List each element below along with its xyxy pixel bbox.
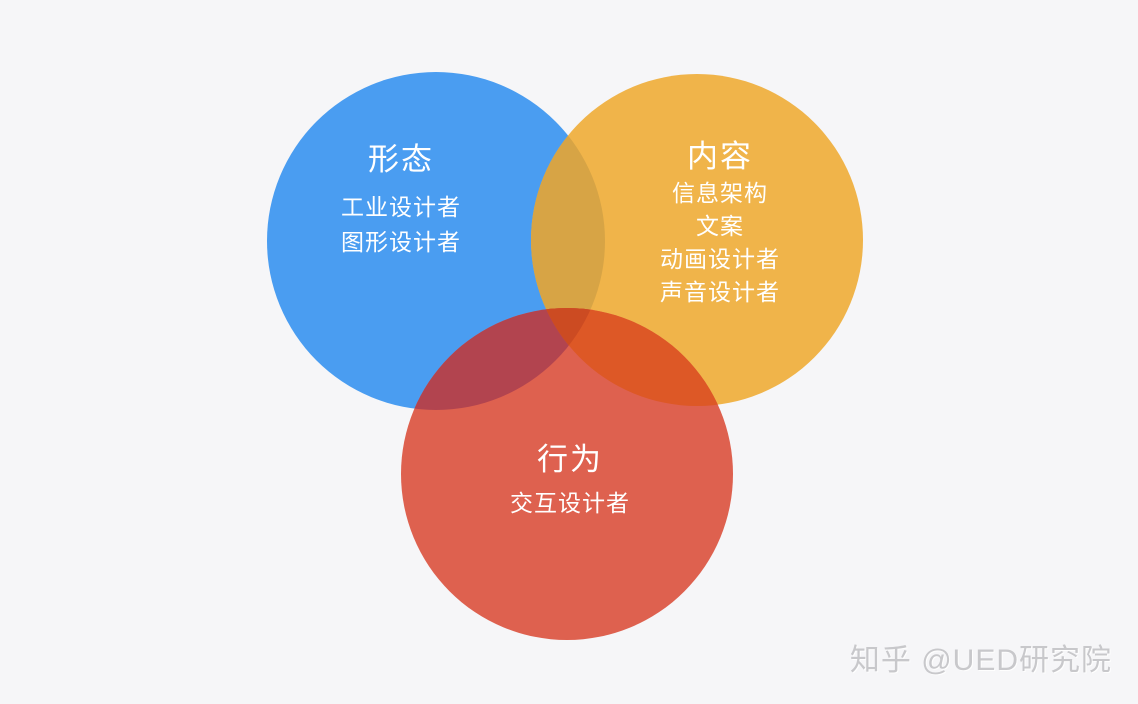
venn-overlap-form-behavior (401, 308, 605, 410)
venn-label-form: 形态 工业设计者 图形设计者 (341, 140, 461, 260)
venn-set-item: 动画设计者 (660, 246, 780, 272)
venn-set-item: 图形设计者 (341, 229, 461, 255)
venn-set-item: 工业设计者 (341, 194, 461, 220)
venn-label-content: 内容 信息架构 文案 动画设计者 声音设计者 (660, 137, 780, 309)
venn-set-title-content: 内容 (687, 139, 753, 174)
venn-set-item: 文案 (696, 213, 744, 239)
venn-set-title-form: 形态 (368, 142, 434, 177)
venn-label-behavior: 行为 交互设计者 (510, 440, 630, 521)
venn-set-item: 交互设计者 (510, 490, 630, 516)
watermark: 知乎 @UED研究院 (849, 644, 1112, 677)
venn-set-item: 声音设计者 (660, 279, 780, 305)
venn-set-item: 信息架构 (672, 180, 768, 206)
venn-overlap-content-behavior (531, 308, 733, 406)
venn-set-title-behavior: 行为 (537, 442, 603, 477)
